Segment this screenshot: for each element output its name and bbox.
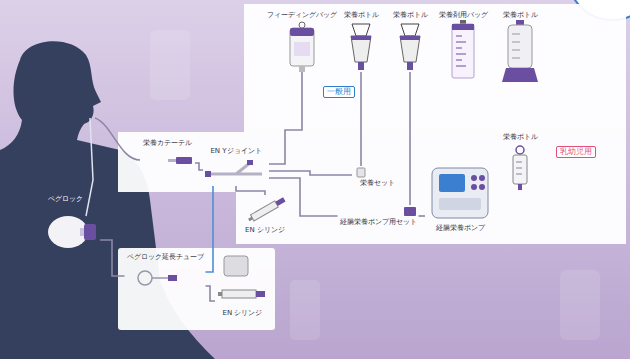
- feeding-bag-icon: [290, 22, 314, 72]
- device-label: EN シリンジ: [245, 226, 285, 234]
- pouch-icon: [224, 256, 248, 276]
- nutrient-bag-icon: [452, 20, 474, 78]
- device-label: 経腸栄養ポンプ用セット: [340, 218, 417, 226]
- syringe-icon: [218, 290, 265, 298]
- nasal-tube: [86, 118, 93, 216]
- tube-connector: [269, 178, 338, 216]
- y-joint-icon: [205, 160, 262, 177]
- panel: [118, 248, 275, 330]
- device-node: 栄養ボトル: [501, 10, 540, 84]
- tube-connector: [419, 215, 426, 217]
- infant-bottle-icon: [513, 146, 527, 190]
- pump-icon: [432, 168, 488, 218]
- bottle-icon: [351, 24, 371, 70]
- tube-connector: [206, 286, 216, 301]
- panel: [118, 4, 626, 244]
- catheter-line: [95, 118, 140, 160]
- device-node: 経腸栄養ポンプ: [425, 165, 495, 233]
- tube-connector: [100, 240, 125, 276]
- stomach: [48, 216, 88, 248]
- device-node: 栄養剤用バッグ: [437, 10, 490, 82]
- device-node: 栄養カテーテル: [140, 138, 195, 173]
- bottle-icon: [502, 20, 538, 82]
- device-node: フィーディングバッグ: [265, 10, 339, 72]
- device-label: ペグロック延長チューブ: [127, 253, 204, 261]
- tube-connector: [195, 163, 203, 170]
- catheter-connector: [168, 157, 192, 164]
- device-node: ペグロック延長チューブ: [125, 252, 206, 292]
- device-label: フィーディングバッグ: [267, 11, 337, 19]
- device-label: ペグロック: [48, 195, 83, 203]
- category-tag: 乳幼児用: [556, 146, 596, 158]
- tube-connector: [360, 72, 362, 166]
- pump-cassette: [404, 207, 416, 216]
- device-label: 栄養剤用バッグ: [439, 11, 488, 19]
- tube-connector: [409, 72, 411, 205]
- peg-device: [84, 224, 96, 240]
- drip-chamber: [357, 168, 365, 177]
- tube-connector: [269, 171, 352, 175]
- syringe-icon: [247, 196, 286, 223]
- device-label: 栄養ボトル: [503, 11, 538, 19]
- device-node: 栄養ボトル: [501, 132, 540, 194]
- device-node: 栄養セット: [352, 166, 402, 188]
- device-label: 経腸栄養ポンプ: [436, 224, 485, 232]
- extension-tube-icon: [138, 271, 177, 285]
- tube-connector: [206, 186, 214, 272]
- device-node: EN シリンジ: [240, 195, 290, 235]
- device-label: 栄養ボトル: [393, 11, 428, 19]
- tube-connector: [269, 72, 302, 164]
- tube-connector: [236, 186, 265, 195]
- device-label: EN シリンジ: [223, 309, 263, 317]
- bottle-icon: [400, 24, 420, 70]
- device-label: EN Yジョイント: [210, 147, 261, 155]
- device-label: 栄養ボトル: [344, 11, 379, 19]
- device-label: 栄養ボトル: [503, 133, 538, 141]
- device-node: EN Yジョイント: [203, 146, 269, 186]
- category-tag: 一般用: [323, 86, 355, 98]
- device-label: 栄養カテーテル: [143, 139, 192, 147]
- device-node: EN シリンジ: [215, 284, 270, 318]
- device-label: 栄養セット: [360, 179, 395, 187]
- device-node: 経腸栄養ポンプ用セット: [338, 205, 419, 227]
- device-node: 栄養ボトル: [342, 10, 381, 72]
- device-node: 栄養ボトル: [391, 10, 430, 72]
- device-node: ペグロック: [30, 194, 100, 256]
